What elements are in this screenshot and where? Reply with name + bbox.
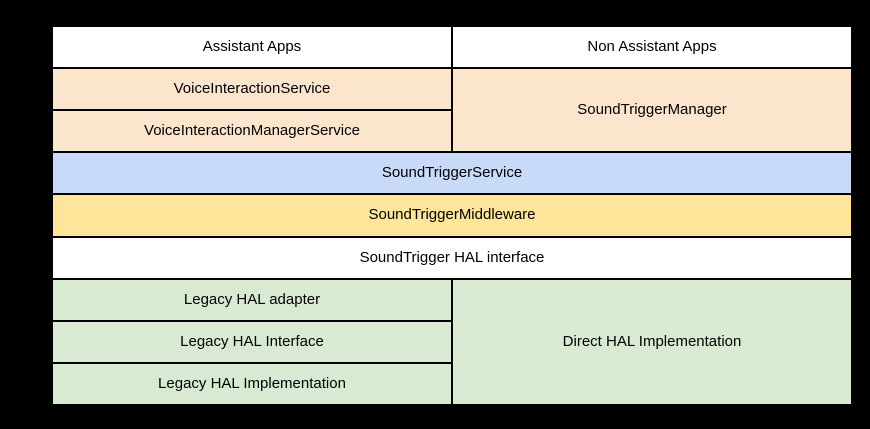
sound-trigger-manager-cell: SoundTriggerManager — [453, 69, 851, 152]
sound-trigger-service-cell: SoundTriggerService — [53, 153, 851, 194]
non-assistant-apps-cell: Non Assistant Apps — [453, 27, 851, 68]
legacy-hal-adapter-cell: Legacy HAL adapter — [53, 279, 451, 320]
assistant-apps-cell: Assistant Apps — [53, 27, 451, 68]
legacy-hal-implementation-cell: Legacy HAL Implementation — [53, 363, 451, 404]
voice-interaction-manager-service-cell: VoiceInteractionManagerService — [53, 111, 451, 152]
sound-trigger-middleware-cell: SoundTriggerMiddleware — [53, 195, 851, 236]
sound-trigger-hal-interface-cell: SoundTrigger HAL interface — [53, 237, 851, 278]
legacy-hal-interface-cell: Legacy HAL Interface — [53, 321, 451, 362]
voice-interaction-service-cell: VoiceInteractionService — [53, 69, 451, 110]
soundtrigger-stack-diagram: Assistant Apps Non Assistant Apps VoiceI… — [53, 27, 851, 404]
direct-hal-implementation-cell: Direct HAL Implementation — [453, 279, 851, 404]
